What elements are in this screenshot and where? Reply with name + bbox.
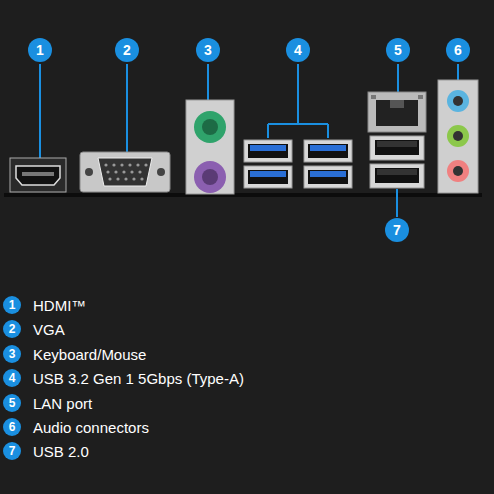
port-name: HDMI™ [33,297,86,314]
vga-port [80,152,170,192]
port-name: VGA [33,321,65,338]
leader-lines [40,64,458,217]
legend-number: 5 [3,394,21,412]
lan-port [368,92,426,132]
legend-number: 4 [3,369,21,387]
callout-number: 6 [446,38,470,62]
legend-number: 1 [3,296,21,314]
callout-number: 5 [386,38,410,62]
port-name: Keyboard/Mouse [33,345,146,362]
panel-base [4,193,482,197]
usb3-ports [244,140,352,188]
port-name: USB 3.2 Gen 1 5Gbps (Type-A) [33,370,244,387]
callout-number: 3 [196,38,220,62]
legend-number: 7 [3,442,21,460]
legend-number: 6 [3,418,21,436]
port-name: USB 2.0 [33,443,89,460]
callout-number: 1 [28,38,52,62]
usb2-ports [370,136,424,188]
callout-number: 4 [286,38,310,62]
callout-number: 7 [385,218,409,242]
callout-number: 2 [115,38,139,62]
ps2-port [186,100,234,194]
port-name: LAN port [33,394,92,411]
legend-number: 3 [3,345,21,363]
audio-jacks [438,80,478,193]
legend-number: 2 [3,320,21,338]
port-name: Audio connectors [33,419,149,436]
hdmi-port [10,158,66,192]
